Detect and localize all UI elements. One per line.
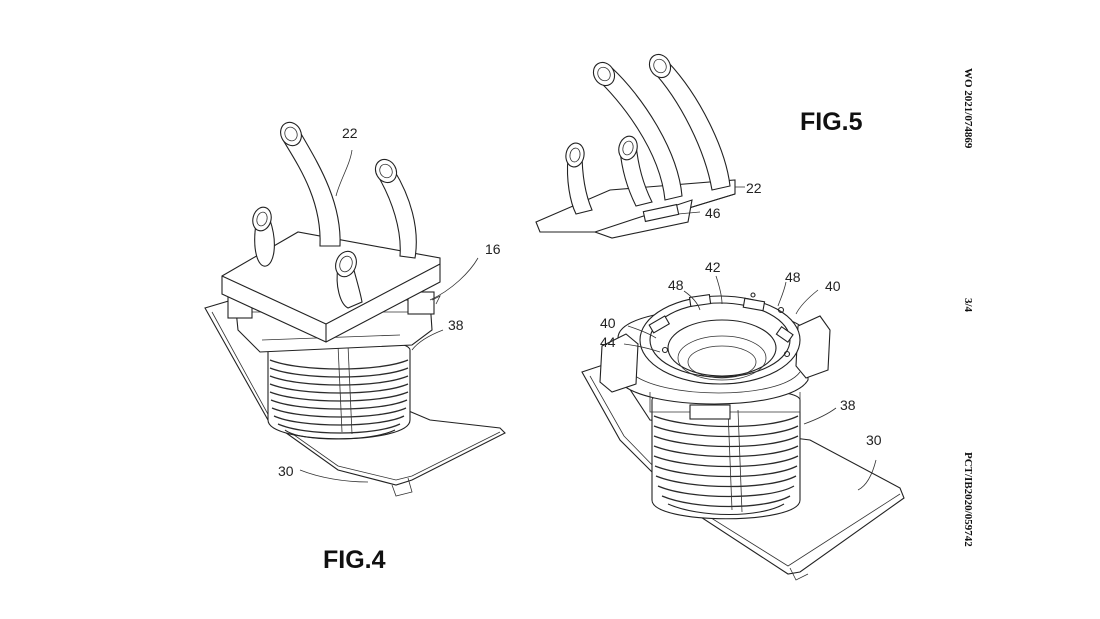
fig5-ref-46: 46 bbox=[705, 205, 721, 221]
fig4-coil bbox=[267, 338, 411, 440]
fig5-ref-40-left: 40 bbox=[600, 315, 616, 331]
fig5-top-drawing bbox=[535, 53, 745, 239]
application-number: PCT/IB2020/059742 bbox=[962, 452, 974, 547]
fig5-ref-48-right: 48 bbox=[785, 269, 801, 285]
fig4-tubes bbox=[252, 121, 417, 309]
fig4-ref-16: 16 bbox=[485, 241, 501, 257]
fig4-title: FIG.4 bbox=[323, 546, 386, 574]
fig4-ref-38: 38 bbox=[448, 317, 464, 333]
fig5-ref-30: 30 bbox=[866, 432, 882, 448]
fig5-ref-42: 42 bbox=[705, 259, 721, 275]
fig5-ref-22: 22 bbox=[746, 180, 762, 196]
fig4-ref-22: 22 bbox=[342, 125, 358, 141]
sheet-number: 3/4 bbox=[962, 298, 974, 313]
fig4-drawing bbox=[204, 121, 506, 497]
fig5-ref-38: 38 bbox=[840, 397, 856, 413]
fig5-ref-44: 44 bbox=[600, 334, 616, 350]
fig5-ref-40-right: 40 bbox=[825, 278, 841, 294]
publication-number: WO 2021/074869 bbox=[962, 68, 974, 149]
fig4-ref-30: 30 bbox=[278, 463, 294, 479]
fig5-bottom-drawing bbox=[581, 275, 905, 581]
fig5-title: FIG.5 bbox=[800, 108, 863, 136]
fig4-top-plate bbox=[221, 231, 441, 343]
fig5-ref-48-left: 48 bbox=[668, 277, 684, 293]
